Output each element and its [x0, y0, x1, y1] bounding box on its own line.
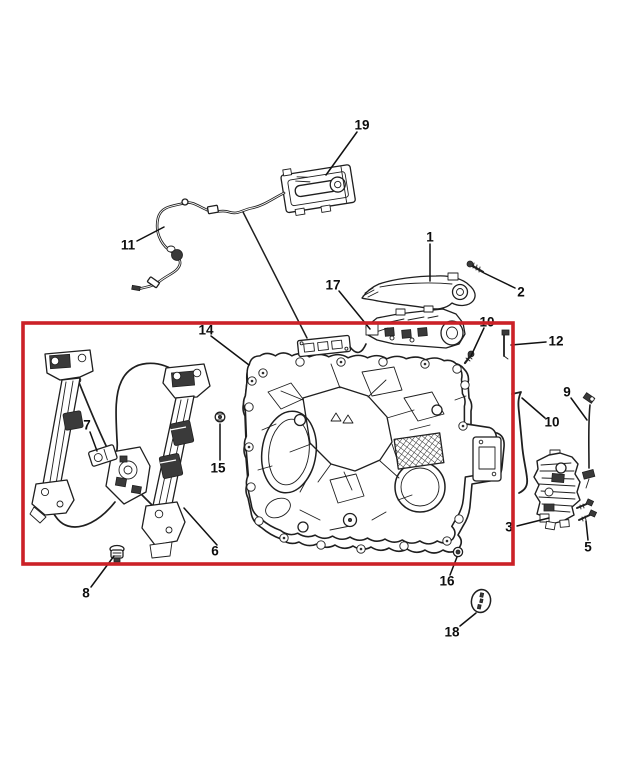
callout-label-19-inside-handle-assembly: 19 [354, 118, 369, 133]
callout-leader-6 [183, 507, 218, 546]
callout-label-18-door-plug-grommet: 18 [444, 625, 460, 640]
window-regulator [29, 349, 211, 559]
panel-nut [452, 546, 464, 558]
callout-leader-2 [483, 272, 516, 289]
callout-leader-18 [459, 612, 477, 627]
handle-carrier-bracket [365, 305, 466, 349]
callout-leader-10 [470, 327, 485, 357]
callout-leader-8 [90, 555, 115, 588]
callout-leader-5 [585, 520, 589, 541]
regulator-motor [88, 444, 118, 467]
door-module-panel [242, 352, 505, 554]
callout-label-2-handle-screw: 2 [517, 285, 525, 300]
callout-label-9-latch-link-rod: 9 [563, 385, 571, 400]
callout-label-3-door-latch: 3 [505, 520, 513, 535]
callout-label-12-lock-rod: 12 [548, 334, 563, 349]
bracket-cable-curve [349, 343, 367, 354]
callout-leader-11 [136, 226, 165, 242]
callout-label-6-window-regulator: 6 [211, 544, 219, 559]
callout-label-5-latch-screws: 5 [584, 540, 592, 555]
regulator-nut [214, 411, 226, 423]
callout-label-7-regulator-motor: 7 [83, 418, 91, 433]
panel-cable-bracket [296, 334, 352, 358]
latch-screws [576, 498, 598, 522]
callout-leader-19 [325, 131, 358, 176]
callout-leader-16 [449, 556, 458, 576]
callout-label-11-release-cable: 11 [121, 238, 136, 253]
callout-label-17-handle-carrier-bracket: 17 [325, 278, 340, 293]
callout-label-16-panel-nut: 16 [439, 574, 455, 589]
highlight-box [21, 321, 515, 566]
callout-leader-7 [89, 431, 98, 452]
callout-label-15-regulator-nut: 15 [210, 461, 226, 476]
callout-label-10-latch-release-rod: 10 [544, 415, 559, 430]
callout-label-14-door-module-panel: 14 [198, 323, 214, 338]
inside-handle-assembly [280, 164, 356, 216]
lock-rod [501, 329, 510, 360]
callout-leader-10 [521, 397, 546, 419]
release-cable [131, 191, 286, 292]
exterior-door-handle [361, 272, 476, 310]
handle-screw [466, 260, 485, 274]
latch-link-rod [581, 392, 596, 489]
callout-label-1-exterior-door-handle: 1 [426, 230, 434, 245]
callout-leader-9 [570, 397, 588, 421]
callout-leader-3 [516, 517, 550, 527]
callout-leader-14 [210, 335, 250, 366]
door-latch [533, 449, 581, 531]
cable-routing-line [242, 211, 308, 339]
panel-bolt-bosses [244, 357, 470, 554]
latch-release-rod [511, 391, 529, 494]
callout-label-8-regulator-grommet: 8 [82, 586, 90, 601]
callout-leader-12 [510, 341, 547, 346]
door-plug-grommet [470, 588, 492, 614]
